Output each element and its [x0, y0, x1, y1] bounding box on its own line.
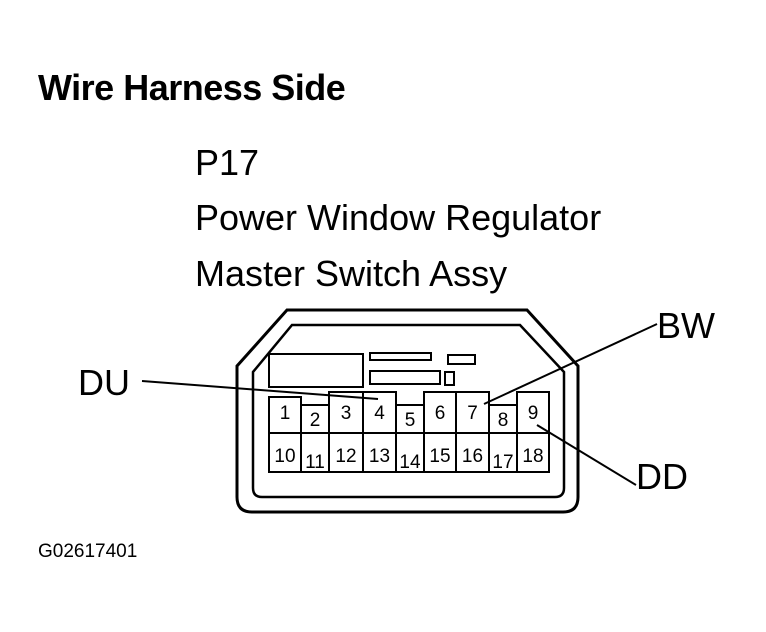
connector-key-small-1 — [447, 354, 476, 365]
pin-label-8: 8 — [498, 410, 509, 431]
callout-line-dd — [536, 424, 637, 486]
pin-label-13: 13 — [369, 446, 390, 467]
component-name-line1: Power Window Regulator — [195, 197, 602, 238]
connector-code: P17 — [195, 142, 260, 183]
pin-label-18: 18 — [522, 446, 543, 467]
pin-label-14: 14 — [399, 452, 421, 473]
pin-label-16: 16 — [462, 446, 483, 467]
connector-housing-outer — [235, 308, 580, 514]
pin-label-12: 12 — [335, 446, 356, 467]
connector-key-large — [268, 353, 364, 388]
pin-cell-18 — [516, 432, 550, 473]
callout-label-dd: DD — [636, 456, 688, 497]
pin-label-1: 1 — [280, 403, 291, 424]
callout-line-bw — [483, 323, 658, 405]
pin-label-5: 5 — [405, 410, 416, 431]
figure-id: G02617401 — [38, 541, 138, 562]
pin-label-2: 2 — [310, 410, 321, 431]
pin-label-6: 6 — [435, 403, 446, 424]
pin-label-3: 3 — [341, 403, 352, 424]
component-name-line2: Master Switch Assy — [195, 253, 508, 294]
pin-label-7: 7 — [467, 403, 478, 424]
callout-line-du — [141, 380, 379, 400]
callout-label-bw: BW — [657, 305, 715, 346]
connector-key-slot-1 — [369, 352, 432, 361]
pin-label-17: 17 — [492, 452, 513, 473]
callout-label-du: DU — [78, 362, 130, 403]
pin-label-11: 11 — [305, 452, 325, 473]
pin-label-9: 9 — [528, 403, 539, 424]
diagram-title: Wire Harness Side — [38, 67, 346, 108]
connector-key-slot-2 — [369, 370, 441, 385]
pin-label-10: 10 — [274, 446, 295, 467]
connector-key-small-2 — [444, 371, 455, 386]
pin-label-15: 15 — [429, 446, 450, 467]
pin-label-4: 4 — [374, 403, 385, 424]
connector-housing-inner — [251, 323, 566, 499]
